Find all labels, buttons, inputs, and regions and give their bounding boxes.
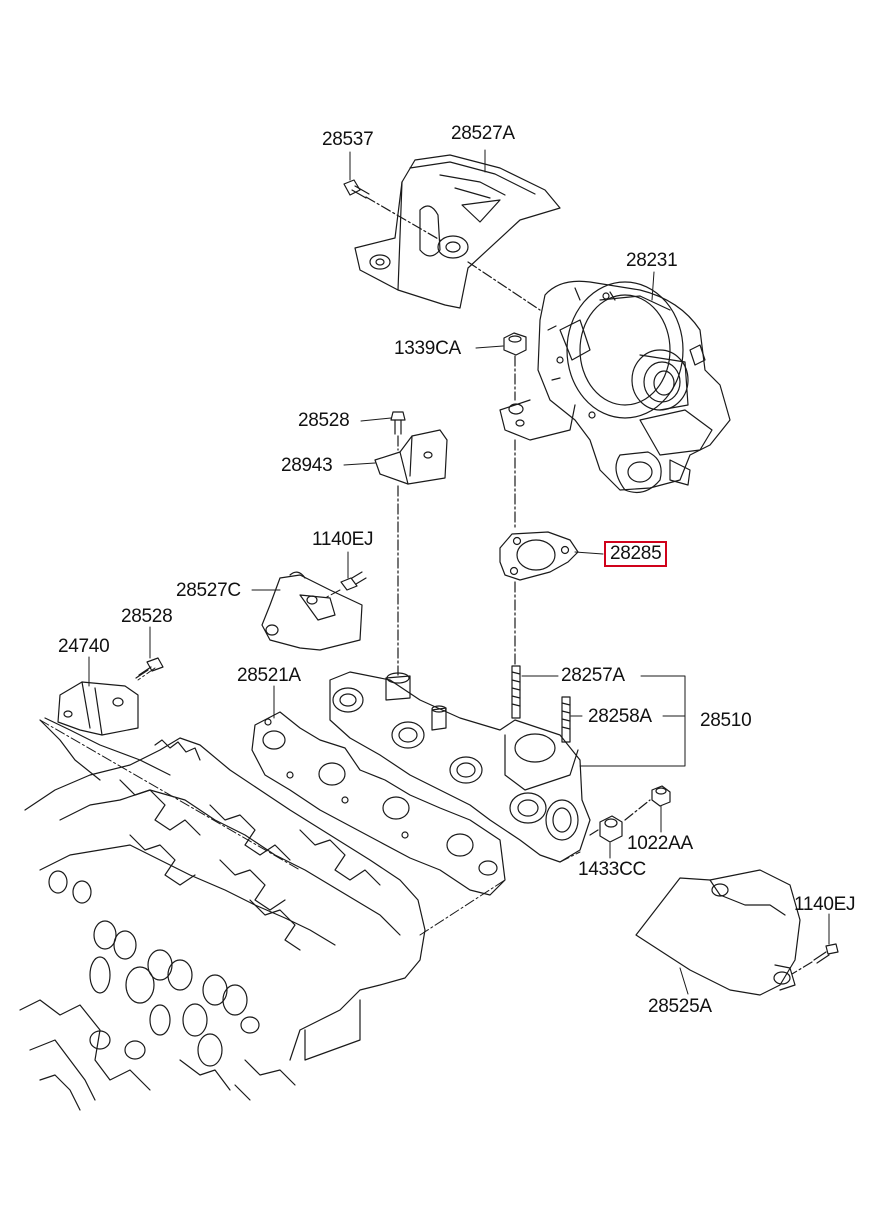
nut-1433CC	[600, 816, 622, 842]
part-label-28537: 28537	[322, 129, 374, 150]
part-label-1339CA: 1339CA	[394, 338, 461, 359]
part-label-28525A: 28525A	[648, 996, 712, 1017]
part-label-28528-lower: 28528	[121, 606, 173, 627]
heat-shield-28527C	[262, 572, 362, 650]
part-label-28285-highlighted[interactable]: 28285	[604, 541, 668, 567]
heat-shield-28525A	[636, 870, 800, 995]
bolt-28528-upper	[391, 412, 405, 434]
bracket-28943	[375, 430, 447, 484]
gasket-28285	[500, 532, 578, 580]
bolt-1140EJ-right	[814, 944, 838, 963]
part-label-28258A: 28258A	[588, 706, 652, 727]
turbocharger-28231	[500, 281, 730, 492]
leader-lines	[89, 150, 829, 994]
manifold-gasket-28521A	[252, 712, 505, 895]
part-label-1140EJ-mid: 1140EJ	[312, 529, 374, 550]
part-label-28528-upper: 28528	[298, 410, 350, 431]
part-label-28510: 28510	[700, 710, 752, 731]
part-label-1140EJ-right: 1140EJ	[794, 894, 856, 915]
stud-28258A	[562, 697, 570, 742]
nut-1022AA	[652, 786, 670, 806]
part-label-28527C: 28527C	[176, 580, 241, 601]
stud-28257A	[512, 666, 520, 718]
part-label-1022AA: 1022AA	[627, 833, 693, 854]
part-label-28257A: 28257A	[561, 665, 625, 686]
bolt-1140EJ-mid	[341, 572, 366, 590]
heat-shield-28527A	[355, 155, 560, 308]
bracket-24740	[58, 682, 138, 735]
part-label-24740: 24740	[58, 636, 110, 657]
alignment-lines	[40, 590, 580, 935]
bolt-28528-lower	[136, 658, 163, 678]
bolt-28537	[344, 180, 369, 198]
part-label-28231: 28231	[626, 250, 678, 271]
cylinder-head	[20, 718, 425, 1110]
part-label-28527A: 28527A	[451, 123, 515, 144]
nut-1339CA	[504, 333, 526, 355]
exhaust-manifold-28510	[330, 672, 590, 862]
part-label-28521A: 28521A	[237, 665, 301, 686]
part-label-1433CC: 1433CC	[578, 859, 646, 880]
part-label-28943: 28943	[281, 455, 333, 476]
